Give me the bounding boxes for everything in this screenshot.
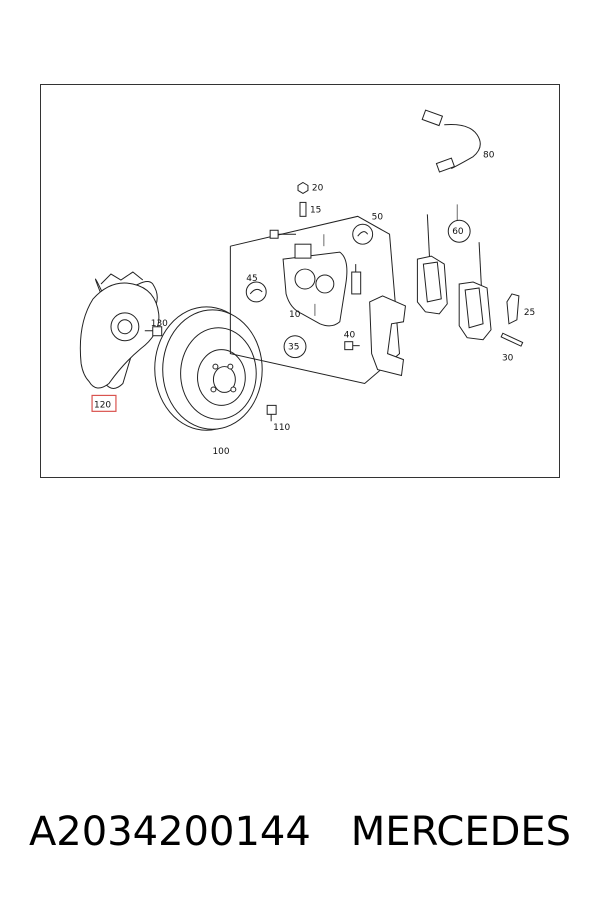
brake-disc-part[interactable] — [154, 306, 263, 431]
wear-sensor-part[interactable] — [421, 109, 481, 173]
dust-shield-part[interactable] — [79, 271, 160, 389]
callout-25: 25 — [524, 308, 535, 318]
callout-60: 60 — [452, 227, 464, 237]
guide-pin-part[interactable] — [351, 264, 362, 295]
callout-10: 10 — [289, 310, 301, 320]
bleed-screw-part[interactable] — [297, 181, 309, 217]
callout-35: 35 — [288, 343, 299, 353]
callout-circles — [283, 219, 471, 359]
highlight-box-120 — [91, 394, 117, 412]
callout-100: 100 — [212, 447, 229, 457]
callout-30: 30 — [502, 354, 514, 364]
spring-clip-50-part[interactable] — [352, 223, 374, 245]
caliper-assembly-outline — [229, 215, 401, 385]
product-caption: A2034200144 MERCEDES — [0, 802, 600, 862]
callout-120: 120 — [94, 400, 111, 410]
brake-parts-diagram: 80 20 15 50 60 45 10 25 130 40 35 30 120… — [79, 109, 535, 457]
brand-name: MERCEDES — [350, 809, 572, 855]
pad-pin-part[interactable] — [500, 332, 524, 347]
bolt-110-part[interactable] — [266, 404, 277, 422]
callout-40: 40 — [344, 331, 356, 341]
callout-80: 80 — [483, 151, 495, 161]
diagram-frame: 80 20 15 50 60 45 10 25 130 40 35 30 120… — [40, 84, 560, 478]
brake-pad-part[interactable] — [416, 255, 492, 341]
brake-caliper-part[interactable] — [282, 243, 348, 327]
part-number: A2034200144 — [28, 809, 311, 855]
callout-110: 110 — [273, 423, 290, 433]
callout-45: 45 — [246, 274, 257, 284]
callout-130: 130 — [151, 319, 168, 329]
callout-50: 50 — [372, 212, 384, 222]
spring-clip-45-part[interactable] — [245, 281, 267, 303]
anti-rattle-spring-part[interactable] — [506, 293, 520, 325]
caliper-bolt-part[interactable] — [269, 229, 297, 239]
bolt-130-part[interactable] — [144, 326, 163, 337]
caliper-carrier-part[interactable] — [369, 295, 407, 377]
callout-20: 20 — [312, 183, 324, 193]
callout-15: 15 — [310, 205, 321, 215]
bolt-40-part[interactable] — [344, 341, 360, 351]
